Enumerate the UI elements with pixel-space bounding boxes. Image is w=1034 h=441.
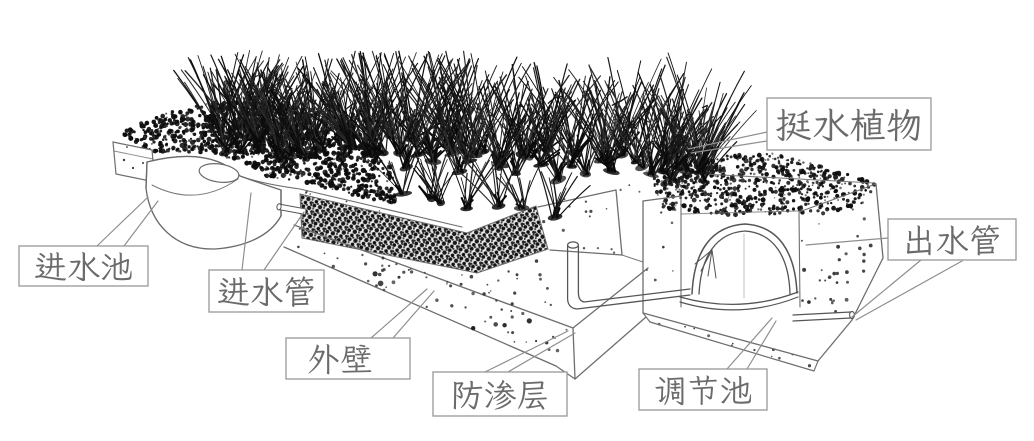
leader-line-inlet-pipe	[263, 211, 305, 271]
leader-line-outer-wall	[392, 290, 435, 339]
leader-line-outlet-pipe	[855, 260, 963, 321]
leader-line-inlet-pool	[123, 200, 159, 247]
leader-line-inlet-pipe	[241, 192, 252, 271]
leader-line-emergent-plants	[687, 131, 768, 150]
label-regulating-pool: 调节池	[638, 317, 777, 411]
leader-line-outer-wall	[370, 288, 428, 339]
leader-line-outlet-pipe	[805, 237, 889, 246]
leader-line-impermeable-layer	[507, 332, 576, 373]
leader-line-impermeable-layer	[484, 330, 569, 373]
label-inlet-pool: 进水池	[18, 196, 159, 287]
label-text-impermeable-layer: 防渗层	[454, 377, 547, 413]
leader-line-outlet-pipe	[851, 259, 922, 318]
label-text-outer-wall: 外壁	[309, 341, 371, 377]
label-outer-wall: 外壁	[285, 288, 435, 380]
label-text-regulating-pool: 调节池	[657, 372, 750, 408]
leader-line-regulating-pool	[726, 317, 773, 370]
leader-line-emergent-plants	[690, 140, 768, 154]
label-outlet-pipe: 出水管	[805, 218, 1017, 321]
drop-pipe	[566, 241, 691, 310]
label-emergent-plants: 挺水植物	[687, 97, 932, 154]
label-text-outlet-pipe: 出水管	[906, 222, 999, 258]
label-text-emergent-plants: 挺水植物	[779, 105, 919, 145]
leader-line-inlet-pool	[96, 196, 149, 247]
emergent-plants-grass	[173, 50, 757, 221]
label-inlet-pipe: 进水管	[208, 192, 325, 313]
leader-line-regulating-pool	[746, 320, 777, 370]
label-impermeable-layer: 防渗层	[432, 330, 576, 417]
label-text-inlet-pipe: 进水管	[220, 274, 313, 310]
label-text-inlet-pool: 进水池	[37, 249, 130, 285]
gravel-texture-chamber-slope	[652, 152, 877, 218]
